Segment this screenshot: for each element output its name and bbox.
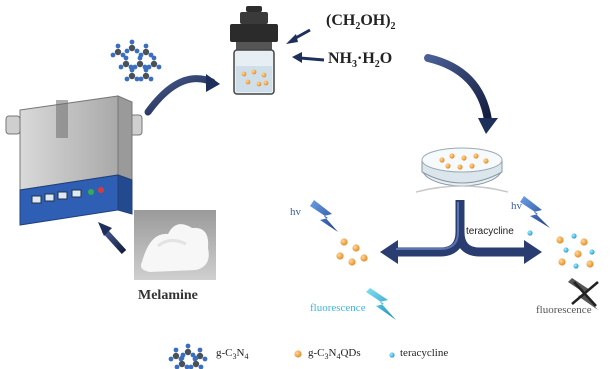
label-hv-left: hv [290, 206, 301, 218]
gcn-cluster-icon [110, 39, 162, 82]
qd-tc-cluster-right [556, 233, 595, 269]
label-fluorescence-right: fluorescence [536, 304, 592, 316]
teracycline-dot-arrow [527, 230, 533, 236]
arrow-head [98, 222, 112, 236]
legend-qd-icon [294, 350, 302, 358]
arrow-gcn-to-autoclave [144, 75, 216, 116]
split-arrow [380, 200, 542, 264]
legend-qd-label: g-C3N4QDs [308, 347, 361, 362]
arrow-head [286, 34, 298, 44]
label-fluorescence-left: fluorescence [310, 302, 366, 314]
label-melamine: Melamine [138, 288, 198, 303]
arrow-autoclave-to-dish [424, 54, 492, 124]
autoclave-icon [230, 6, 278, 95]
arrow-reagent-2 [299, 56, 325, 62]
qd-cluster-left [336, 238, 368, 266]
legend-teracycline-icon [389, 352, 395, 358]
petri-dish [415, 147, 509, 193]
arrow-head [292, 52, 302, 63]
light-bolt-left-in [310, 200, 338, 232]
arrow-head [478, 118, 498, 134]
legend-teracycline-label: teracycline [400, 347, 449, 359]
label-ethylene-glycol: (CH2OH)2 [326, 12, 396, 33]
quenched-bolt-right [568, 278, 599, 310]
melamine-photo [134, 210, 216, 280]
arrow-head [206, 74, 220, 92]
legend-gcn-icon [168, 343, 208, 369]
label-ammonia: NH3·H2O [328, 50, 393, 71]
fluorescence-bolt-left [366, 288, 396, 320]
tube-furnace [5, 95, 143, 226]
arrow-melamine-to-furnace [101, 227, 127, 255]
label-hv-right: hv [511, 200, 522, 212]
label-teracycline-arrow: teracycline [466, 226, 514, 237]
legend-gcn-label: g-C3N4 [216, 347, 249, 362]
light-bolt-right-in [520, 196, 550, 228]
